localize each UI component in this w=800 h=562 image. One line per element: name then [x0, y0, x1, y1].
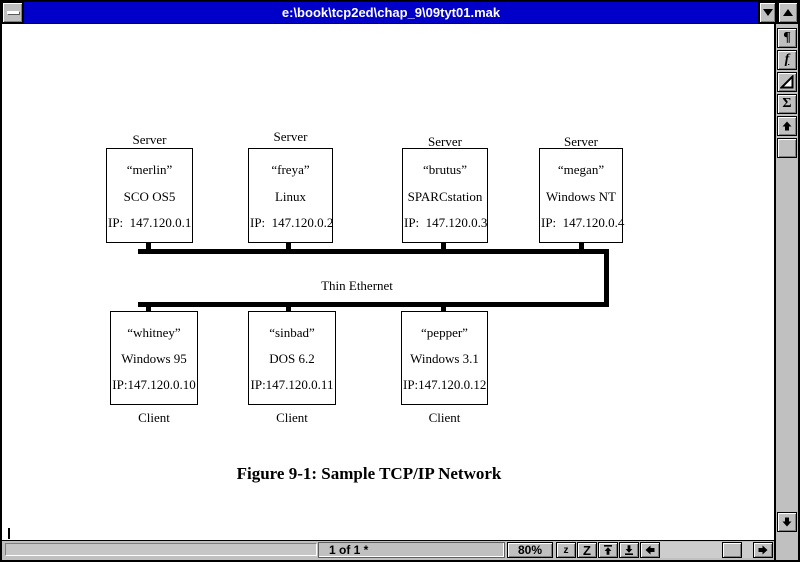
page-down-icon: [625, 545, 633, 555]
client-label: Client: [428, 410, 461, 425]
scroll-right-button[interactable]: [753, 542, 773, 558]
node-name: “whitney”: [127, 325, 181, 340]
sigma-icon: Σ: [782, 96, 792, 111]
horizontal-ruler-track[interactable]: [5, 543, 317, 556]
arrow-down-icon: [782, 517, 792, 527]
restore-button[interactable]: [759, 2, 776, 23]
zoom-out-button[interactable]: z: [556, 542, 576, 558]
node-ip: IP:147.120.0.10: [112, 377, 196, 392]
triangle-icon: [780, 75, 794, 89]
server-box-merlin: “merlin” SCO OS5 IP: 147.120.0.1: [106, 148, 193, 243]
node-name: “freya”: [271, 162, 310, 177]
page-up-button[interactable]: [598, 542, 618, 558]
node-ip: IP:147.120.0.12: [403, 377, 487, 392]
node-os: Windows 3.1: [410, 351, 479, 366]
page-margin-marker: [8, 528, 10, 539]
drop-line-pepper: [441, 305, 446, 313]
node-os: DOS 6.2: [269, 351, 315, 366]
zoom-in-button[interactable]: Z: [577, 542, 597, 558]
server-label: Server: [273, 129, 308, 144]
server-box-freya: “freya” Linux IP: 147.120.0.2: [248, 148, 333, 243]
server-box-megan: “megan” Windows NT IP: 147.120.0.4: [539, 148, 625, 243]
client-label: Client: [138, 410, 170, 425]
right-toolbar: ¶ f Σ: [776, 24, 798, 560]
node-name: “merlin”: [126, 162, 173, 177]
large-z-icon: Z: [583, 542, 591, 558]
page-down-button[interactable]: [619, 542, 639, 558]
function-icon: f: [784, 52, 790, 67]
page-indicator-text: 1 of 1 *: [329, 543, 369, 557]
drop-line-sinbad: [286, 305, 291, 313]
control-menu-button[interactable]: [2, 2, 23, 23]
maximize-button[interactable]: [778, 2, 798, 23]
server-box-brutus: “brutus” SPARCstation IP: 147.120.0.3: [402, 148, 488, 243]
figure-caption: Figure 9-1: Sample TCP/IP Network: [236, 464, 502, 483]
client-box-pepper: “pepper” Windows 3.1 IP:147.120.0.12: [401, 311, 488, 405]
drop-line-whitney: [146, 305, 151, 313]
chevron-down-icon: [762, 9, 773, 16]
ethernet-bus-bottom: [138, 302, 609, 307]
zoom-level-text: 80%: [517, 543, 543, 557]
node-os: Linux: [274, 188, 307, 204]
chevron-up-icon: [783, 9, 793, 16]
window-title: e:\book\tcp2ed\chap_9\09tyt01.mak: [281, 5, 501, 20]
node-os: Windows NT: [546, 188, 616, 204]
ethernet-bus-top: [138, 249, 609, 254]
node-name: “pepper”: [421, 325, 468, 340]
drop-line-freya: [286, 243, 291, 250]
node-name: “megan”: [557, 162, 605, 177]
server-label: Server: [132, 132, 167, 147]
node-name: “brutus”: [422, 162, 468, 177]
client-label: Client: [276, 410, 308, 425]
small-z-icon: z: [563, 544, 569, 556]
client-box-sinbad: “sinbad” DOS 6.2 IP:147.120.0.11: [248, 311, 336, 405]
vertical-scrollbar-thumb[interactable]: [777, 138, 797, 158]
sigma-button[interactable]: Σ: [777, 94, 797, 114]
triangle-button[interactable]: [777, 72, 797, 92]
node-ip: IP: 147.120.0.4: [541, 215, 625, 230]
function-button[interactable]: f: [777, 50, 797, 70]
drop-line-brutus: [441, 243, 446, 250]
server-label: Server: [564, 134, 598, 149]
control-menu-dash-icon: [6, 11, 19, 14]
status-bar: 1 of 1 * 80% z Z: [2, 541, 774, 560]
client-box-whitney: “whitney” Windows 95 IP:147.120.0.10: [110, 311, 198, 405]
scroll-left-button[interactable]: [640, 542, 660, 558]
zoom-level-button[interactable]: 80%: [507, 542, 553, 558]
drop-line-megan: [579, 243, 584, 250]
node-ip: IP: 147.120.0.1: [108, 215, 192, 230]
server-label: Server: [428, 134, 462, 149]
horizontal-scrollbar-thumb[interactable]: [722, 542, 742, 558]
pilcrow-icon: ¶: [783, 30, 791, 45]
node-os: SPARCstation: [407, 188, 483, 204]
ethernet-bus-right: [604, 249, 609, 307]
page-up-icon: [604, 545, 612, 555]
scroll-down-button[interactable]: [777, 512, 797, 532]
document-page[interactable]: Server Server Server Server “merlin” SCO…: [2, 24, 774, 540]
node-ip: IP:147.120.0.11: [250, 377, 334, 392]
arrow-right-icon: [758, 545, 768, 555]
node-os: SCO OS5: [123, 188, 176, 204]
node-ip: IP: 147.120.0.2: [250, 215, 334, 230]
node-os: Windows 95: [121, 351, 187, 366]
scroll-up-button[interactable]: [777, 116, 797, 136]
title-bar[interactable]: e:\book\tcp2ed\chap_9\09tyt01.mak: [24, 2, 758, 23]
arrow-up-icon: [782, 121, 792, 131]
page-indicator[interactable]: 1 of 1 *: [318, 542, 505, 558]
arrow-left-icon: [645, 545, 655, 555]
node-ip: IP: 147.120.0.3: [404, 215, 488, 230]
drop-line-merlin: [146, 243, 151, 250]
pilcrow-button[interactable]: ¶: [777, 28, 797, 48]
node-name: “sinbad”: [269, 325, 315, 340]
ethernet-label: Thin Ethernet: [321, 278, 393, 293]
